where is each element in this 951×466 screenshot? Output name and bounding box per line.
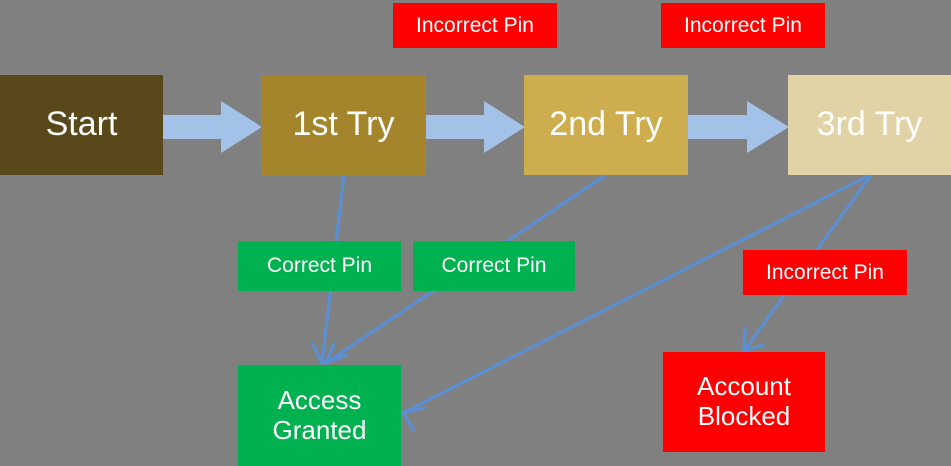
node-1st-try[interactable]: 1st Try <box>261 75 426 175</box>
label-incorrect-pin-3[interactable]: Incorrect Pin <box>743 250 907 295</box>
label-incorrect-pin-1[interactable]: Incorrect Pin <box>393 3 557 48</box>
node-account-blocked[interactable]: Account Blocked <box>663 352 825 452</box>
node-access-granted[interactable]: Access Granted <box>238 365 401 466</box>
node-start[interactable]: Start <box>0 75 163 175</box>
label-incorrect-pin-2[interactable]: Incorrect Pin <box>661 3 825 48</box>
node-3rd-try[interactable]: 3rd Try <box>788 75 951 175</box>
connector-try3-to-access-granted <box>401 173 872 432</box>
block-arrow-try2-to-try3 <box>688 101 789 153</box>
label-correct-pin-2[interactable]: Correct Pin <box>413 241 575 291</box>
label-correct-pin-1[interactable]: Correct Pin <box>238 241 401 291</box>
node-2nd-try[interactable]: 2nd Try <box>524 75 688 175</box>
block-arrow-start-to-try1 <box>163 101 262 153</box>
block-arrow-try1-to-try2 <box>426 101 525 153</box>
